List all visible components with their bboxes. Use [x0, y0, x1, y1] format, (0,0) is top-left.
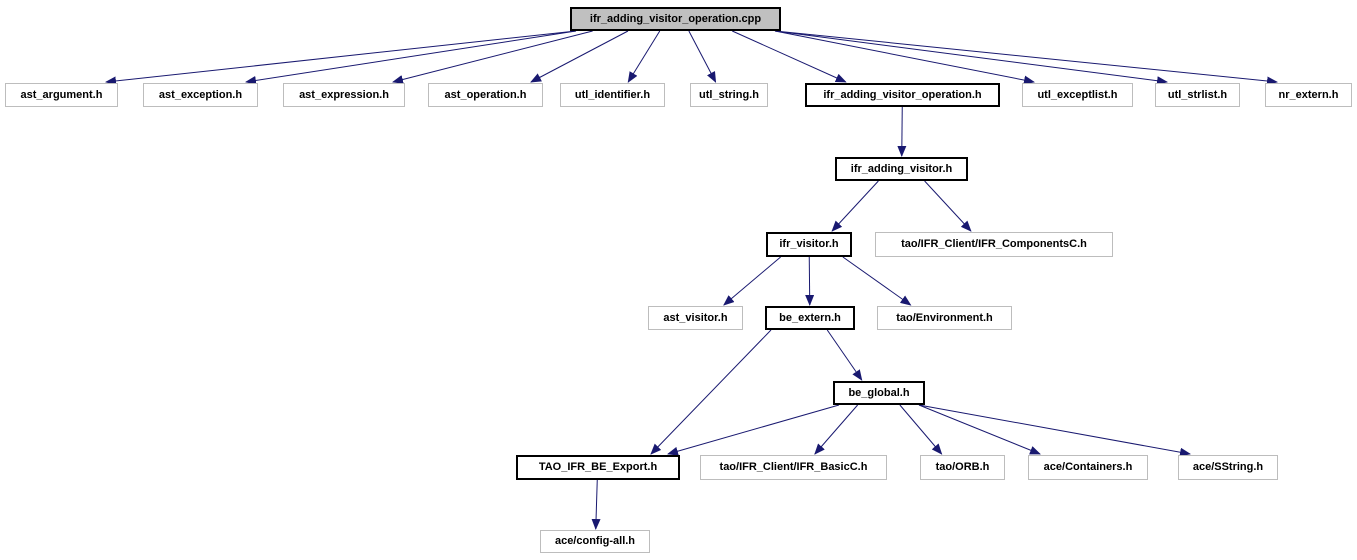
graph-node-ast_visitor: ast_visitor.h	[648, 306, 743, 330]
graph-node-utl_string: utl_string.h	[690, 83, 768, 107]
graph-node-be_global[interactable]: be_global.h	[833, 381, 925, 405]
graph-node-tao_orb: tao/ORB.h	[920, 455, 1005, 480]
edge-root-to-ifr_op_h	[732, 30, 847, 83]
edge-be_global-to-ace_sstring	[918, 404, 1191, 457]
edge-root-to-ast_operation	[530, 30, 629, 83]
edge-root-to-ast_exception	[245, 30, 577, 85]
graph-node-ast_argument: ast_argument.h	[5, 83, 118, 107]
graph-node-ifr_adding_visitor[interactable]: ifr_adding_visitor.h	[835, 157, 968, 181]
edge-be_global-to-tao_ifr_basicc	[814, 404, 859, 455]
edge-ifr_visitor-to-tao_environment	[842, 256, 912, 306]
edge-ifr_adding_visitor-to-tao_componentsc	[924, 180, 972, 232]
graph-node-ace_containers: ace/Containers.h	[1028, 455, 1148, 480]
graph-node-be_extern[interactable]: be_extern.h	[765, 306, 855, 330]
graph-node-ifr_op_h[interactable]: ifr_adding_visitor_operation.h	[805, 83, 1000, 107]
graph-node-ace_config_all: ace/config-all.h	[540, 530, 650, 553]
graph-node-ast_exception: ast_exception.h	[143, 83, 258, 107]
graph-node-ast_expression: ast_expression.h	[283, 83, 405, 107]
graph-node-nr_extern: nr_extern.h	[1265, 83, 1352, 107]
edge-root-to-nr_extern	[774, 30, 1278, 86]
edge-ifr_visitor-to-ast_visitor	[723, 256, 781, 306]
edge-ifr_op_h-to-ifr_adding_visitor	[897, 106, 907, 157]
edge-be_global-to-tao_orb	[899, 404, 943, 455]
graph-node-utl_identifier: utl_identifier.h	[560, 83, 665, 107]
graph-node-tao_environment: tao/Environment.h	[877, 306, 1012, 330]
edge-ifr_adding_visitor-to-ifr_visitor	[831, 180, 879, 232]
graph-node-tao_ifr_basicc: tao/IFR_Client/IFR_BasicC.h	[700, 455, 887, 480]
graph-node-utl_strlist: utl_strlist.h	[1155, 83, 1240, 107]
edge-ifr_visitor-to-be_extern	[805, 256, 815, 306]
graph-node-ast_operation: ast_operation.h	[428, 83, 543, 107]
graph-node-root: ifr_adding_visitor_operation.cpp	[570, 7, 781, 31]
edge-root-to-ast_argument	[105, 30, 577, 86]
edge-tao_ifr_be_export-to-ace_config_all	[591, 479, 601, 530]
edge-be_extern-to-tao_ifr_be_export	[650, 329, 772, 455]
edge-root-to-utl_string	[688, 30, 717, 83]
graph-node-tao_componentsc: tao/IFR_Client/IFR_ComponentsC.h	[875, 232, 1113, 257]
graph-node-utl_exceptlist: utl_exceptlist.h	[1022, 83, 1133, 107]
edge-be_global-to-tao_ifr_be_export	[667, 404, 840, 456]
edge-be_global-to-ace_containers	[918, 404, 1041, 455]
edge-root-to-ast_expression	[392, 30, 593, 84]
edge-root-to-utl_exceptlist	[774, 30, 1035, 85]
graph-node-ace_sstring: ace/SString.h	[1178, 455, 1278, 480]
graph-node-ifr_visitor[interactable]: ifr_visitor.h	[766, 232, 852, 257]
edge-be_extern-to-be_global	[826, 329, 863, 381]
edge-root-to-utl_strlist	[774, 30, 1168, 86]
edge-root-to-utl_identifier	[627, 30, 661, 83]
graph-node-tao_ifr_be_export[interactable]: TAO_IFR_BE_Export.h	[516, 455, 680, 480]
